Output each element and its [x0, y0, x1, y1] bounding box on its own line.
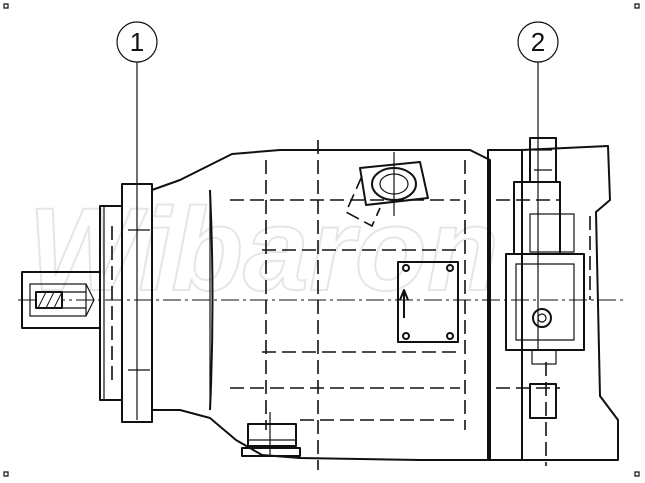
callout-2-label: 2: [531, 27, 545, 57]
pump-housing: [151, 140, 491, 470]
name-plate: [397, 261, 459, 343]
callout-1: 1: [116, 21, 158, 420]
drain-port: [241, 412, 301, 457]
control-cover: [487, 137, 619, 466]
corner-marks: [3, 3, 640, 477]
callout-1-label: 1: [130, 27, 144, 57]
top-port: [344, 152, 429, 228]
callout-2: 2: [517, 21, 559, 350]
